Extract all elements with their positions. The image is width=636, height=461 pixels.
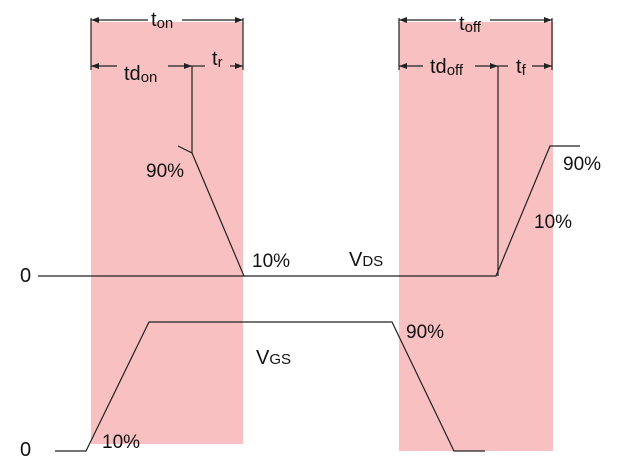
tdoff-arrow-left	[399, 63, 407, 69]
vds-baseline-middle	[244, 145, 580, 277]
vds-zero-label: 0	[20, 265, 31, 287]
ton-arrow-left	[91, 17, 99, 23]
turn-on-shaded-region	[91, 22, 243, 444]
vds-fall-10-label: 10%	[534, 212, 572, 233]
vgs-zero-label: 0	[20, 439, 31, 461]
tdon-label: tdon	[124, 63, 157, 86]
vds-fall-90-label: 90%	[563, 154, 601, 175]
tf-label: tf	[516, 56, 527, 79]
vgs-fall-90-label: 90%	[406, 322, 444, 343]
arrowheads	[91, 17, 552, 69]
vds-label: VDS	[349, 249, 383, 271]
tdoff-label: tdoff	[430, 56, 464, 79]
tdon-arrow-right	[184, 63, 192, 69]
vds-rise-90-label: 90%	[146, 161, 184, 182]
vgs-waveform	[55, 321, 485, 452]
vgs-rise-10-label: 10%	[102, 432, 140, 453]
tdoff-arrow-right	[490, 63, 498, 69]
ton-arrow-right	[235, 17, 243, 23]
tr-label: tr	[212, 48, 223, 71]
ton-label: ton	[151, 9, 173, 32]
vds-rise-10-label: 10%	[252, 251, 290, 272]
vgs-label: VGS	[256, 347, 291, 369]
toff-arrow-left	[399, 17, 407, 23]
tdon-arrow-left	[91, 63, 99, 69]
tf-arrow-right	[544, 63, 552, 69]
turn-off-shaded-region	[399, 22, 553, 451]
tr-arrow-right	[235, 63, 243, 69]
toff-arrow-right	[544, 17, 552, 23]
toff-label: toff	[459, 13, 482, 36]
vds-waveform	[38, 145, 245, 277]
